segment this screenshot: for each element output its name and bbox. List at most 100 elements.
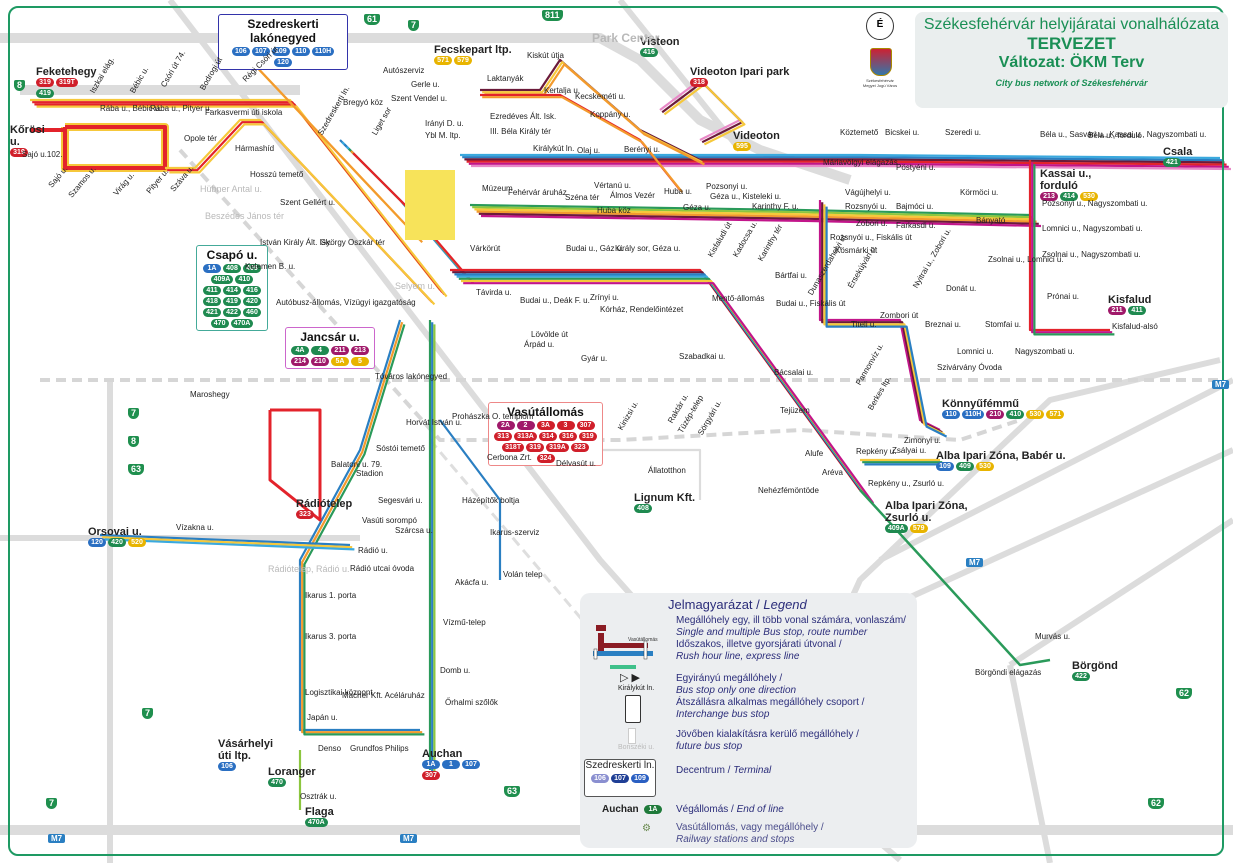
stop-label: Kisfalud-alsó (1112, 322, 1158, 331)
stop-label: Ezredéves Ált. Isk. (490, 112, 557, 121)
stop-label: Repkény u. (856, 447, 897, 456)
route-badge: 410 (235, 275, 254, 284)
legend-terminal-name: Szedreskerti ln. (585, 760, 655, 771)
stop-label: Repkény u., Zsurló u. (868, 479, 945, 488)
legend-item-future-en: future bus stop (676, 741, 743, 752)
route-badge: 319A (546, 443, 569, 452)
route-badge: 4A (291, 346, 309, 355)
bus-line-visteon (663, 83, 746, 146)
stop-label: Laktanyák (487, 74, 524, 83)
stop-label: Tejüzem (780, 406, 810, 415)
route-badge: 1A (644, 805, 662, 814)
stop-label: Berényi u. (624, 145, 661, 154)
stop-label: Pöstyéni u. (896, 163, 936, 172)
route-badge: 319 (578, 432, 597, 441)
stop-label: Kiskút útja (527, 51, 564, 60)
stop-label: Irányi D. u. (425, 119, 464, 128)
road-number-sign: M7 (966, 558, 984, 567)
stop-label: Rádió utcai óvoda (350, 564, 415, 573)
stop-label: Vízmű-telep (443, 618, 486, 627)
landmark-label: Beszédes János tér (205, 211, 285, 221)
terminal-korosi: Kőrösi u.319 (10, 124, 50, 157)
stop-label: Grundfos (350, 744, 383, 753)
legend-item-end-en: End of line (736, 804, 784, 815)
bus-line-maroshegy (268, 408, 322, 522)
legend-heading-en: Legend (763, 597, 807, 612)
stop-label: Olaj u. (577, 146, 601, 155)
stop-label: Délvasút u. (556, 459, 597, 468)
bus-line-volan (439, 419, 502, 580)
terminal-name: Lignum Kft. (634, 492, 696, 504)
terminal-lignum: Lignum Kft.408 (634, 492, 704, 513)
route-badge: 579 (454, 56, 472, 65)
stop-label: Budai u., Gáz u. (566, 244, 624, 253)
bus-line-vagujhelyi (476, 210, 1037, 223)
route-badge: 1A (422, 760, 440, 769)
terminal-name: Csala (1163, 146, 1193, 158)
stop-label: Japán u. (307, 713, 338, 722)
legend-item-terminal-en: Terminal (733, 765, 772, 776)
legend-item-onedir-hu: Egyirányú megállóhely / (676, 673, 783, 684)
route-badge: 307 (576, 421, 595, 430)
stop-label: Géza u., Kisteleki u. (710, 192, 782, 201)
stop-label: Vasúti sorompó (362, 516, 417, 525)
stop-label: Sóstói temető (376, 444, 425, 453)
route-badge: 414 (223, 286, 241, 295)
stop-label: Bácsalai u. (774, 368, 814, 377)
bus-line-vagujhelyi (478, 212, 1039, 225)
route-badge: 211 (1108, 306, 1126, 315)
route-badge: 319 (36, 78, 54, 87)
stop-label: Szeredi u. (945, 128, 982, 137)
stop-label: István Király Ált. Isk. (260, 238, 333, 247)
stop-label: Ybl M. ltp. (425, 131, 461, 140)
road-number-sign: M7 (400, 834, 418, 843)
stop-label: III. Béla Király tér (490, 127, 551, 136)
road (858, 447, 1233, 623)
route-badge: 408 (223, 264, 241, 273)
route-badge: 419 (36, 89, 54, 98)
stop-label: Zsolnai u., Nagyszombati u. (1042, 250, 1141, 259)
road (617, 0, 743, 152)
stop-label: Kecskeméti u. (575, 92, 626, 101)
legend-item-future-hu: Jövőben kialakításra kerülő megállóhely … (676, 729, 859, 740)
route-badge: 316 (558, 432, 577, 441)
road-number-sign: 8 (128, 436, 140, 447)
road-number-sign: 7 (128, 408, 140, 419)
bus-line-southeast (463, 282, 875, 504)
stop-label: Várkörút (470, 244, 501, 253)
stop-label: Stadion (356, 469, 384, 478)
route-badge: 421 (1163, 158, 1181, 167)
bus-line-east-trunk (464, 158, 1225, 164)
stop-label: Álmos Vezér (610, 191, 655, 200)
bus-line-feketehegy (36, 105, 448, 298)
road (878, 377, 1233, 563)
terminal-name: Auchan (422, 748, 463, 760)
legend-item-stop-hu: Megállóhely egy, ill több vonal számára,… (676, 615, 906, 626)
route-badge: 313 (494, 432, 513, 441)
stop-label: Macher Kft. Acéláruház (342, 691, 425, 700)
stop-label: Kelemen B. u. (245, 262, 296, 271)
stop-label: Breznai u. (925, 320, 962, 329)
landmark-label: Selyem u. (395, 281, 436, 291)
legend-sample-station: Vasútállomás (628, 637, 658, 643)
stop-label: Karinthy F. u. (752, 202, 799, 211)
stop-label: Zsályai u. (892, 446, 927, 455)
bus-line-autoszerviz (251, 61, 423, 243)
terminal-name: Videoton Ipari park (690, 66, 790, 78)
bus-line-east-trunk (468, 162, 1229, 168)
title-box: Székesfehérvár helyijáratai vonalhálózat… (915, 12, 1228, 108)
stop-label: Murvás u. (1035, 632, 1071, 641)
route-badge: 109 (271, 47, 290, 56)
road-number-sign: 62 (1176, 688, 1193, 699)
stop-label: Aréva (822, 468, 843, 477)
stop-label: Bányató (976, 216, 1006, 225)
road-number-sign: 811 (542, 10, 563, 21)
bus-line-borgond (859, 489, 1051, 667)
